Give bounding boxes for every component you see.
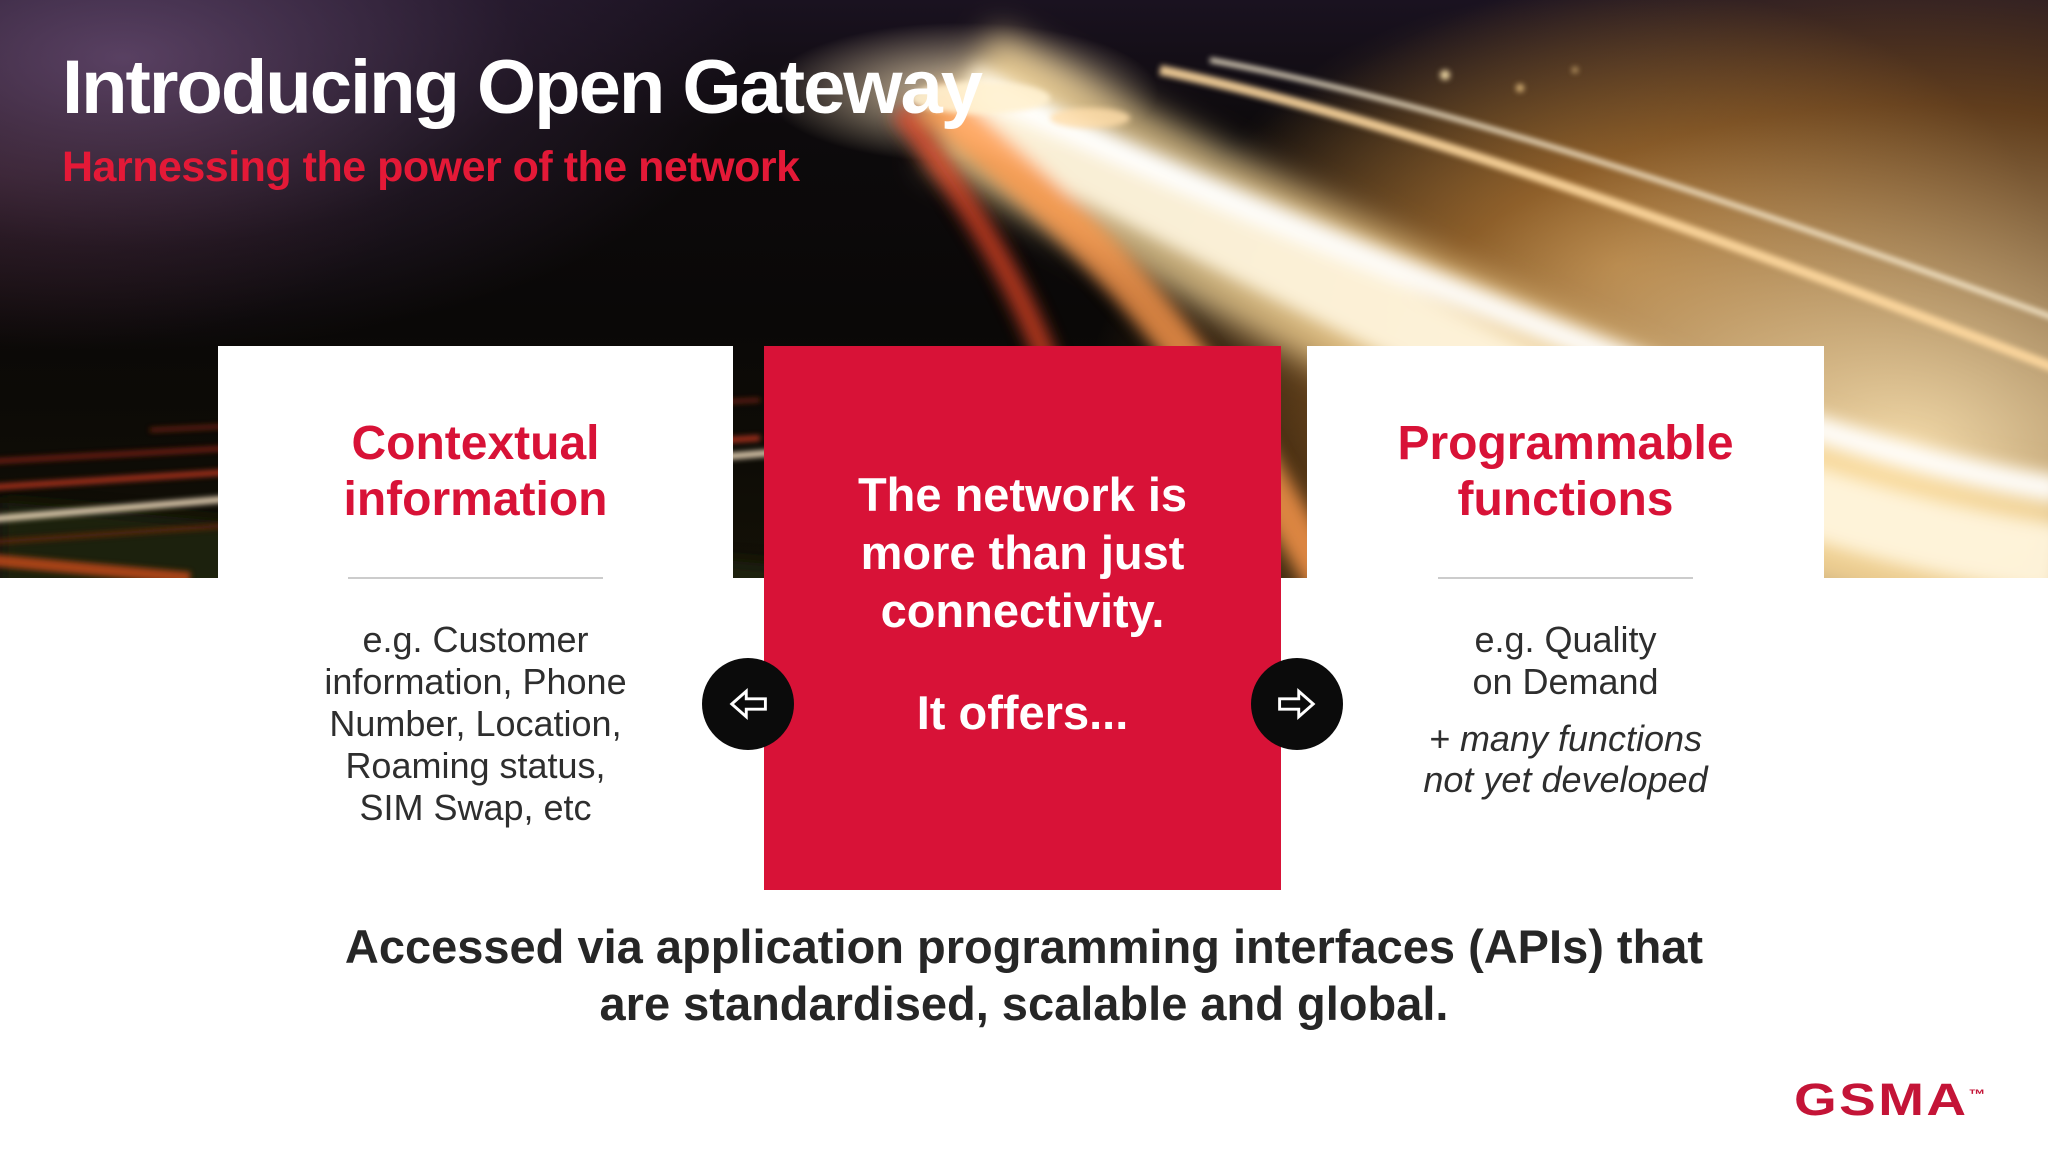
contextual-information-heading: Contextual information (343, 417, 608, 526)
arrow-left-icon (729, 688, 767, 720)
arrow-left-badge (702, 658, 794, 750)
contextual-information-card: Contextual information e.g. Customer inf… (218, 346, 733, 851)
gsma-logo-text: GSMA (1794, 1074, 1969, 1125)
footer-statement: Accessed via application programming int… (344, 920, 1704, 1030)
programmable-functions-note: + many functions not yet developed (1423, 718, 1708, 800)
arrow-right-badge (1251, 658, 1343, 750)
slide-subtitle: Harnessing the power of the network (62, 143, 800, 191)
slide-title: Introducing Open Gateway (62, 45, 983, 130)
gsma-logo: GSMA™ (1794, 1070, 1986, 1124)
network-message-card: The network is more than just connectivi… (764, 346, 1281, 890)
programmable-functions-card: Programmable functions e.g. Quality on D… (1307, 346, 1824, 851)
arrow-right-icon (1278, 688, 1316, 720)
it-offers-text: It offers... (916, 686, 1129, 739)
divider-line (1438, 577, 1693, 579)
programmable-functions-heading: Programmable functions (1397, 417, 1734, 526)
trademark-symbol: ™ (1968, 1086, 1986, 1102)
programmable-functions-examples: e.g. Quality on Demand (1472, 619, 1659, 702)
network-message-text: The network is more than just connectivi… (857, 468, 1188, 637)
divider-line (348, 577, 603, 579)
contextual-information-examples: e.g. Customer information, Phone Number,… (324, 619, 627, 828)
